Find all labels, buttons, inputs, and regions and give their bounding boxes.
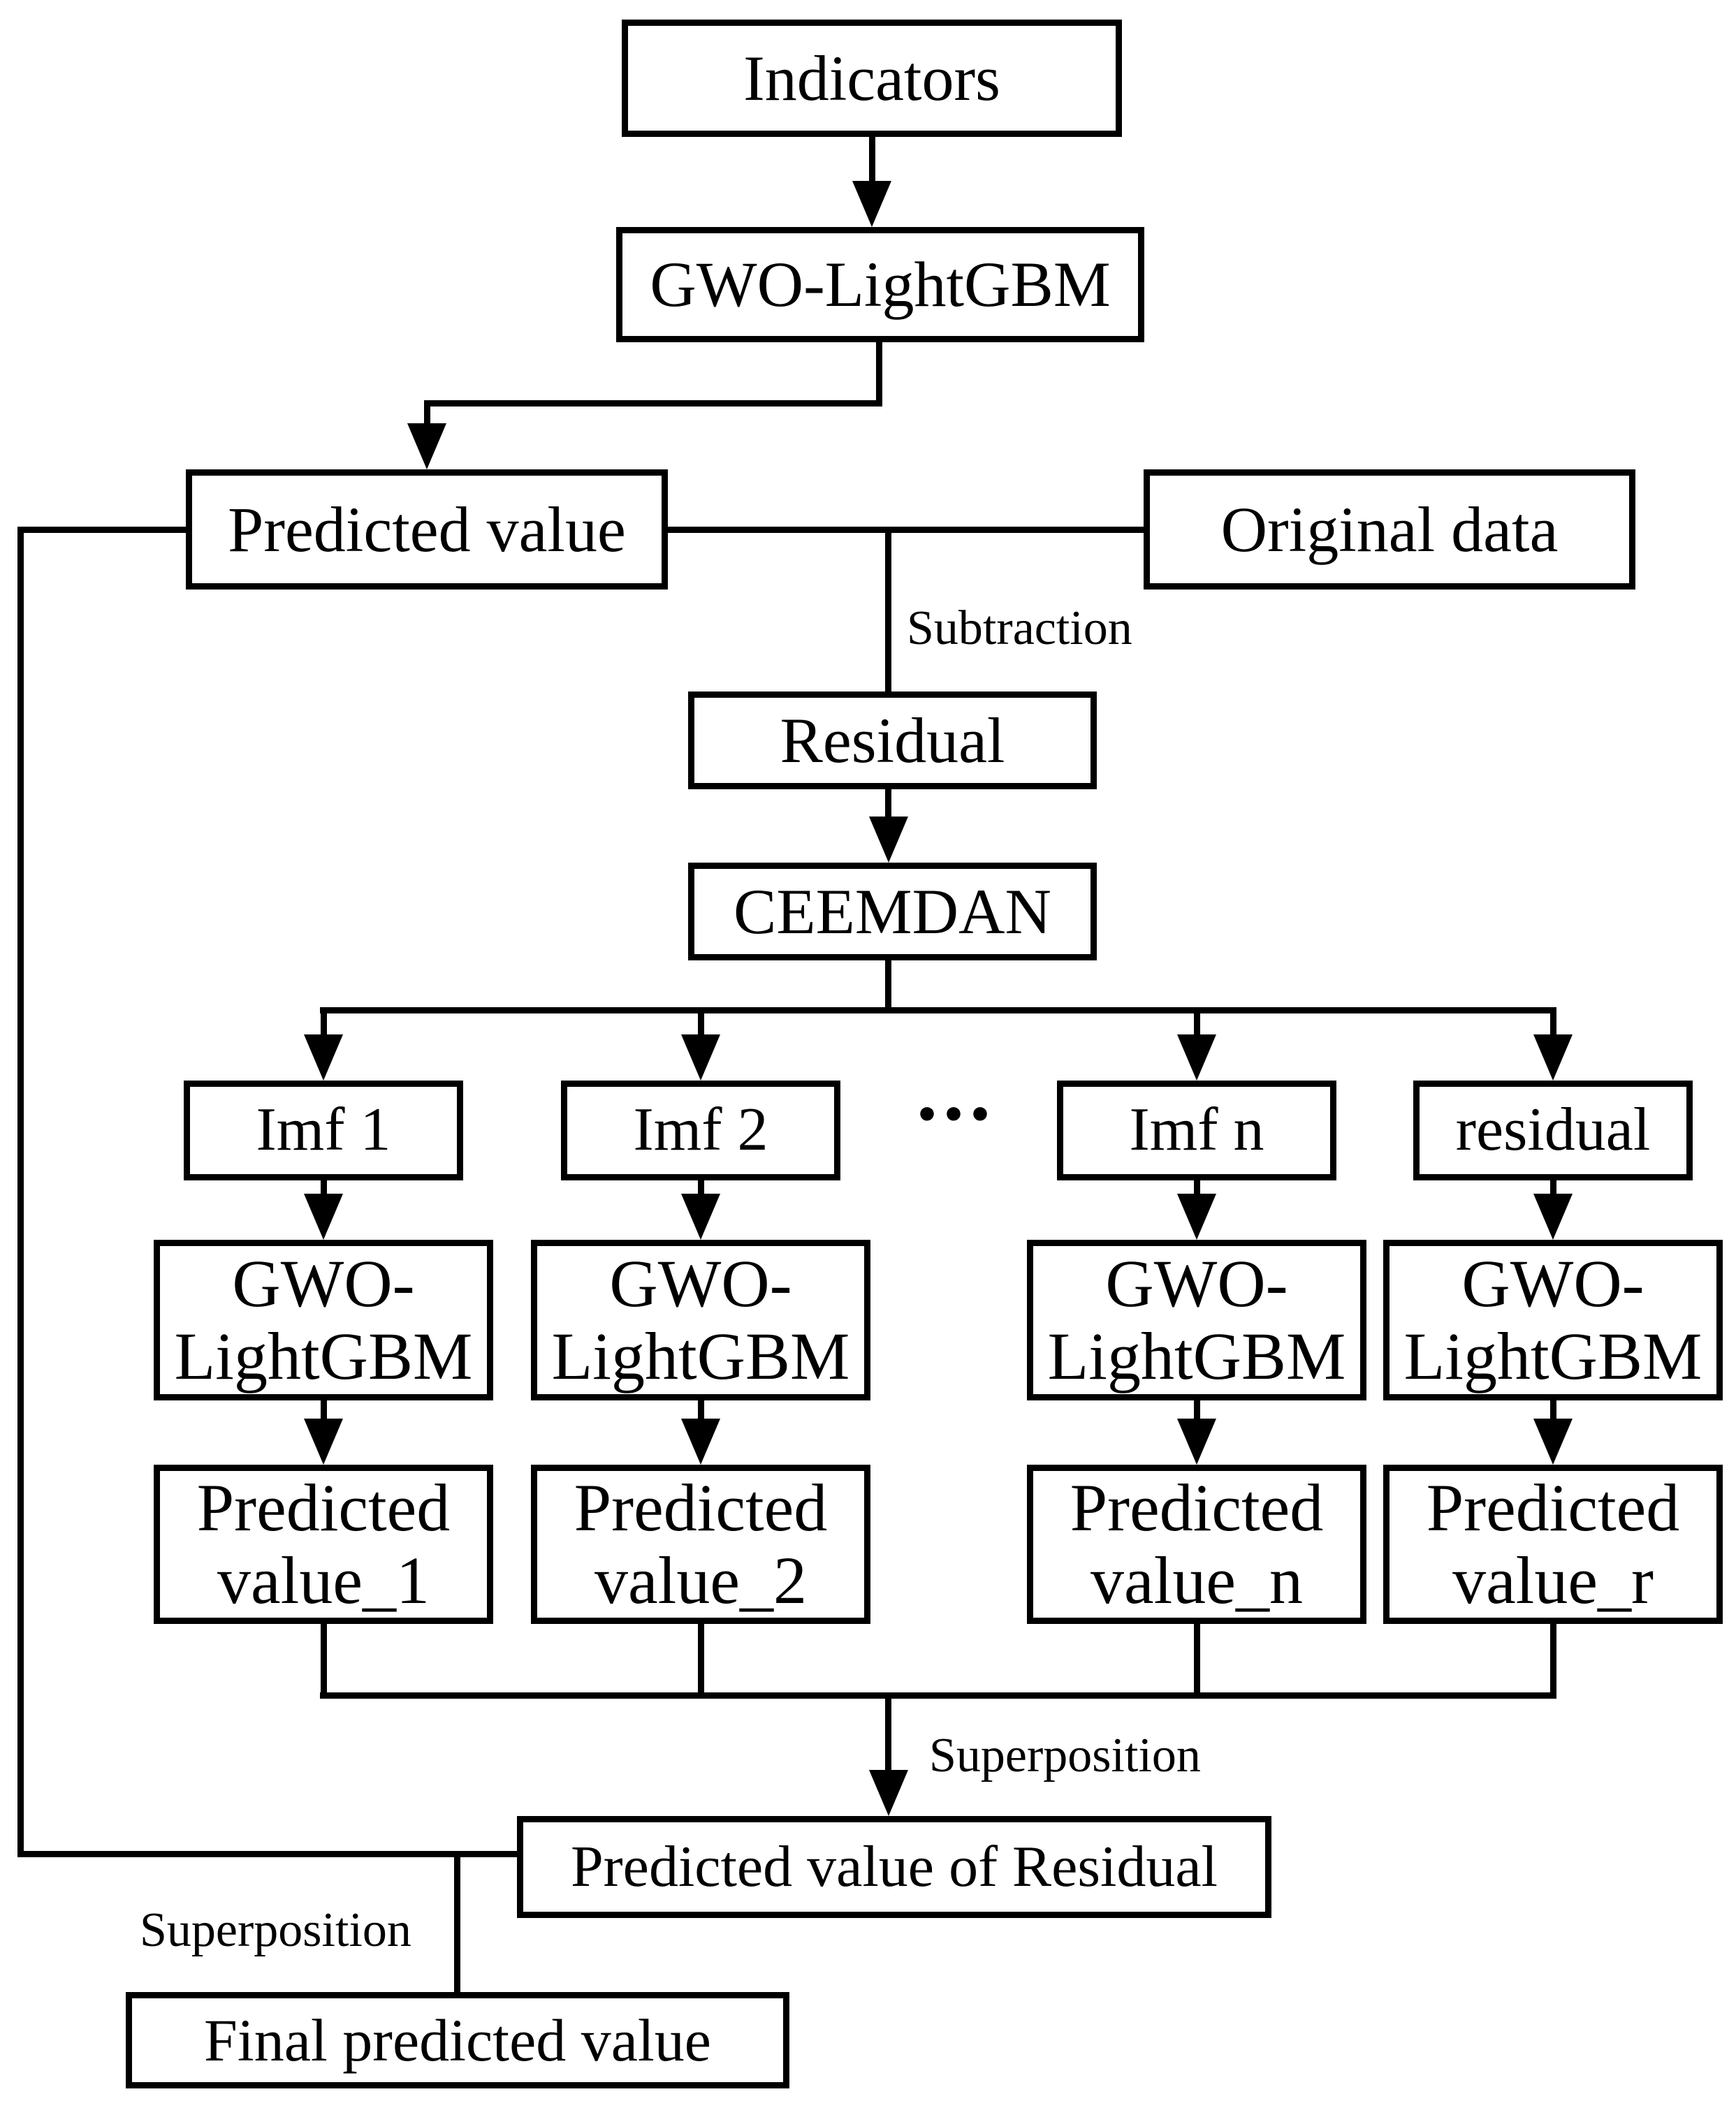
node-gwo-lightgbm-top: GWO-LightGBM (616, 227, 1144, 342)
node-gwo-lightgbm-2: GWO- LightGBM (531, 1240, 870, 1400)
arrowhead-into-predicted-value (407, 423, 446, 469)
edge-label-superposition-sum: Superposition (929, 1729, 1201, 1782)
node-imf-1-label: Imf 1 (256, 1096, 391, 1164)
arrowhead-into-ceemdan (869, 817, 908, 863)
connector-gwo3-predn (1194, 1400, 1200, 1423)
edge-label-subtraction: Subtraction (907, 601, 1132, 655)
connector-gwo-elbow-down (876, 342, 882, 407)
connector-imfn-gwo3 (1194, 1180, 1200, 1200)
node-ceemdan: CEEMDAN (688, 863, 1097, 960)
arrowhead-into-gwo3 (1177, 1194, 1216, 1240)
connector-subtraction-drop (885, 527, 891, 691)
node-final-predicted-value: Final predicted value (126, 1992, 789, 2088)
connector-predicted-left-out (17, 527, 186, 533)
arrowhead-into-pred1 (304, 1419, 343, 1465)
arrowhead-into-imfn (1177, 1034, 1216, 1081)
stub-predr-collector (1550, 1624, 1556, 1695)
connector-drop-imf2 (698, 1007, 704, 1039)
arrowhead-into-imf2 (681, 1034, 720, 1081)
node-predicted-value-n: Predicted value_n (1027, 1465, 1366, 1624)
node-pred-n-line1: Predicted (1070, 1470, 1324, 1546)
node-predicted-value-r: Predicted value_r (1383, 1465, 1723, 1624)
node-residual: Residual (688, 691, 1097, 789)
connector-residual-gwo4 (1550, 1180, 1556, 1200)
node-gwo-lightgbm-4: GWO- LightGBM (1383, 1240, 1723, 1400)
connector-feedback-vertical (17, 527, 24, 1857)
node-imf-n: Imf n (1057, 1081, 1336, 1180)
distribution-line (320, 1007, 1556, 1013)
node-gwo-lightgbm-top-label: GWO-LightGBM (650, 249, 1111, 321)
node-pred-1-line1: Predicted (196, 1470, 451, 1546)
connector-drop-residual (1550, 1007, 1556, 1039)
node-gwo-lightgbm-1: GWO- LightGBM (154, 1240, 493, 1400)
stub-predn-collector (1194, 1624, 1200, 1695)
stub-pred1-collector (321, 1624, 327, 1695)
connector-elbow-to-predicted (424, 400, 430, 432)
arrowhead-into-gwo4 (1533, 1194, 1573, 1240)
arrowhead-into-residual-component (1533, 1034, 1573, 1081)
stub-pred2-collector (698, 1624, 704, 1695)
connector-gwo4-predr (1550, 1400, 1556, 1423)
arrowhead-into-predn (1177, 1419, 1216, 1465)
node-predicted-value-1: Predicted value_1 (154, 1465, 493, 1624)
connector-superposition-drop (885, 1695, 891, 1773)
node-pred-2-line2: value_2 (595, 1543, 807, 1618)
arrowhead-into-predr (1533, 1419, 1573, 1465)
connector-gwo1-pred1 (321, 1400, 327, 1423)
node-imf-2-label: Imf 2 (633, 1096, 768, 1164)
node-indicators: Indicators (622, 20, 1122, 137)
node-pvor-label: Predicted value of Residual (570, 1833, 1218, 1899)
node-pred-r-line2: value_r (1452, 1543, 1654, 1618)
connector-drop-imfn (1194, 1007, 1200, 1039)
node-gwo-1-line1: GWO- (232, 1246, 415, 1322)
connector-imf1-gwo1 (321, 1180, 327, 1200)
node-pred-1-line2: value_1 (217, 1543, 430, 1618)
node-residual-label: Residual (780, 704, 1005, 776)
node-imf-n-label: Imf n (1129, 1096, 1264, 1164)
edge-label-superposition-final: Superposition (140, 1903, 411, 1957)
arrowhead-into-pred2 (681, 1419, 720, 1465)
connector-indicators-gwo (869, 137, 875, 186)
node-predicted-value-label: Predicted value (228, 493, 626, 565)
node-residual-component-label: residual (1455, 1096, 1651, 1164)
node-pred-n-line2: value_n (1091, 1543, 1303, 1618)
node-gwo-2-line1: GWO- (609, 1246, 792, 1322)
connector-residual-ceemdan (885, 789, 891, 821)
node-gwo-3-line1: GWO- (1105, 1246, 1288, 1322)
ellipsis-more-imfs: ... (917, 1045, 996, 1138)
node-final-label: Final predicted value (204, 2006, 711, 2074)
node-indicators-label: Indicators (743, 42, 1000, 114)
connector-gwo2-pred2 (698, 1400, 704, 1423)
connector-to-final (454, 1851, 460, 1992)
node-pred-r-line1: Predicted (1426, 1470, 1680, 1546)
connector-drop-imf1 (321, 1007, 327, 1039)
node-pred-2-line1: Predicted (574, 1470, 828, 1546)
arrowhead-into-gwo2 (681, 1194, 720, 1240)
node-ceemdan-label: CEEMDAN (734, 875, 1051, 947)
arrowhead-into-pvor (869, 1770, 908, 1816)
node-gwo-lightgbm-3: GWO- LightGBM (1027, 1240, 1366, 1400)
node-residual-component: residual (1413, 1081, 1693, 1180)
node-predicted-value-of-residual: Predicted value of Residual (517, 1816, 1271, 1918)
collector-line (320, 1692, 1556, 1699)
arrowhead-into-imf1 (304, 1034, 343, 1081)
node-gwo-4-line2: LightGBM (1403, 1319, 1702, 1393)
connector-gwo-elbow-horizontal (424, 400, 882, 407)
connector-predicted-original (668, 527, 1144, 533)
node-gwo-2-line2: LightGBM (551, 1319, 850, 1393)
connector-feedback-horizontal (17, 1851, 517, 1857)
node-gwo-1-line2: LightGBM (174, 1319, 473, 1393)
node-gwo-4-line1: GWO- (1461, 1246, 1644, 1322)
arrowhead-into-gwo-top (852, 181, 891, 227)
node-original-data: Original data (1144, 469, 1635, 590)
node-predicted-value: Predicted value (186, 469, 668, 590)
node-imf-1: Imf 1 (184, 1081, 463, 1180)
arrowhead-into-gwo1 (304, 1194, 343, 1240)
connector-imf2-gwo2 (698, 1180, 704, 1200)
node-imf-2: Imf 2 (561, 1081, 840, 1180)
node-predicted-value-2: Predicted value_2 (531, 1465, 870, 1624)
node-gwo-3-line2: LightGBM (1047, 1319, 1346, 1393)
connector-ceemdan-stem (885, 960, 891, 1013)
node-original-data-label: Original data (1220, 493, 1559, 565)
